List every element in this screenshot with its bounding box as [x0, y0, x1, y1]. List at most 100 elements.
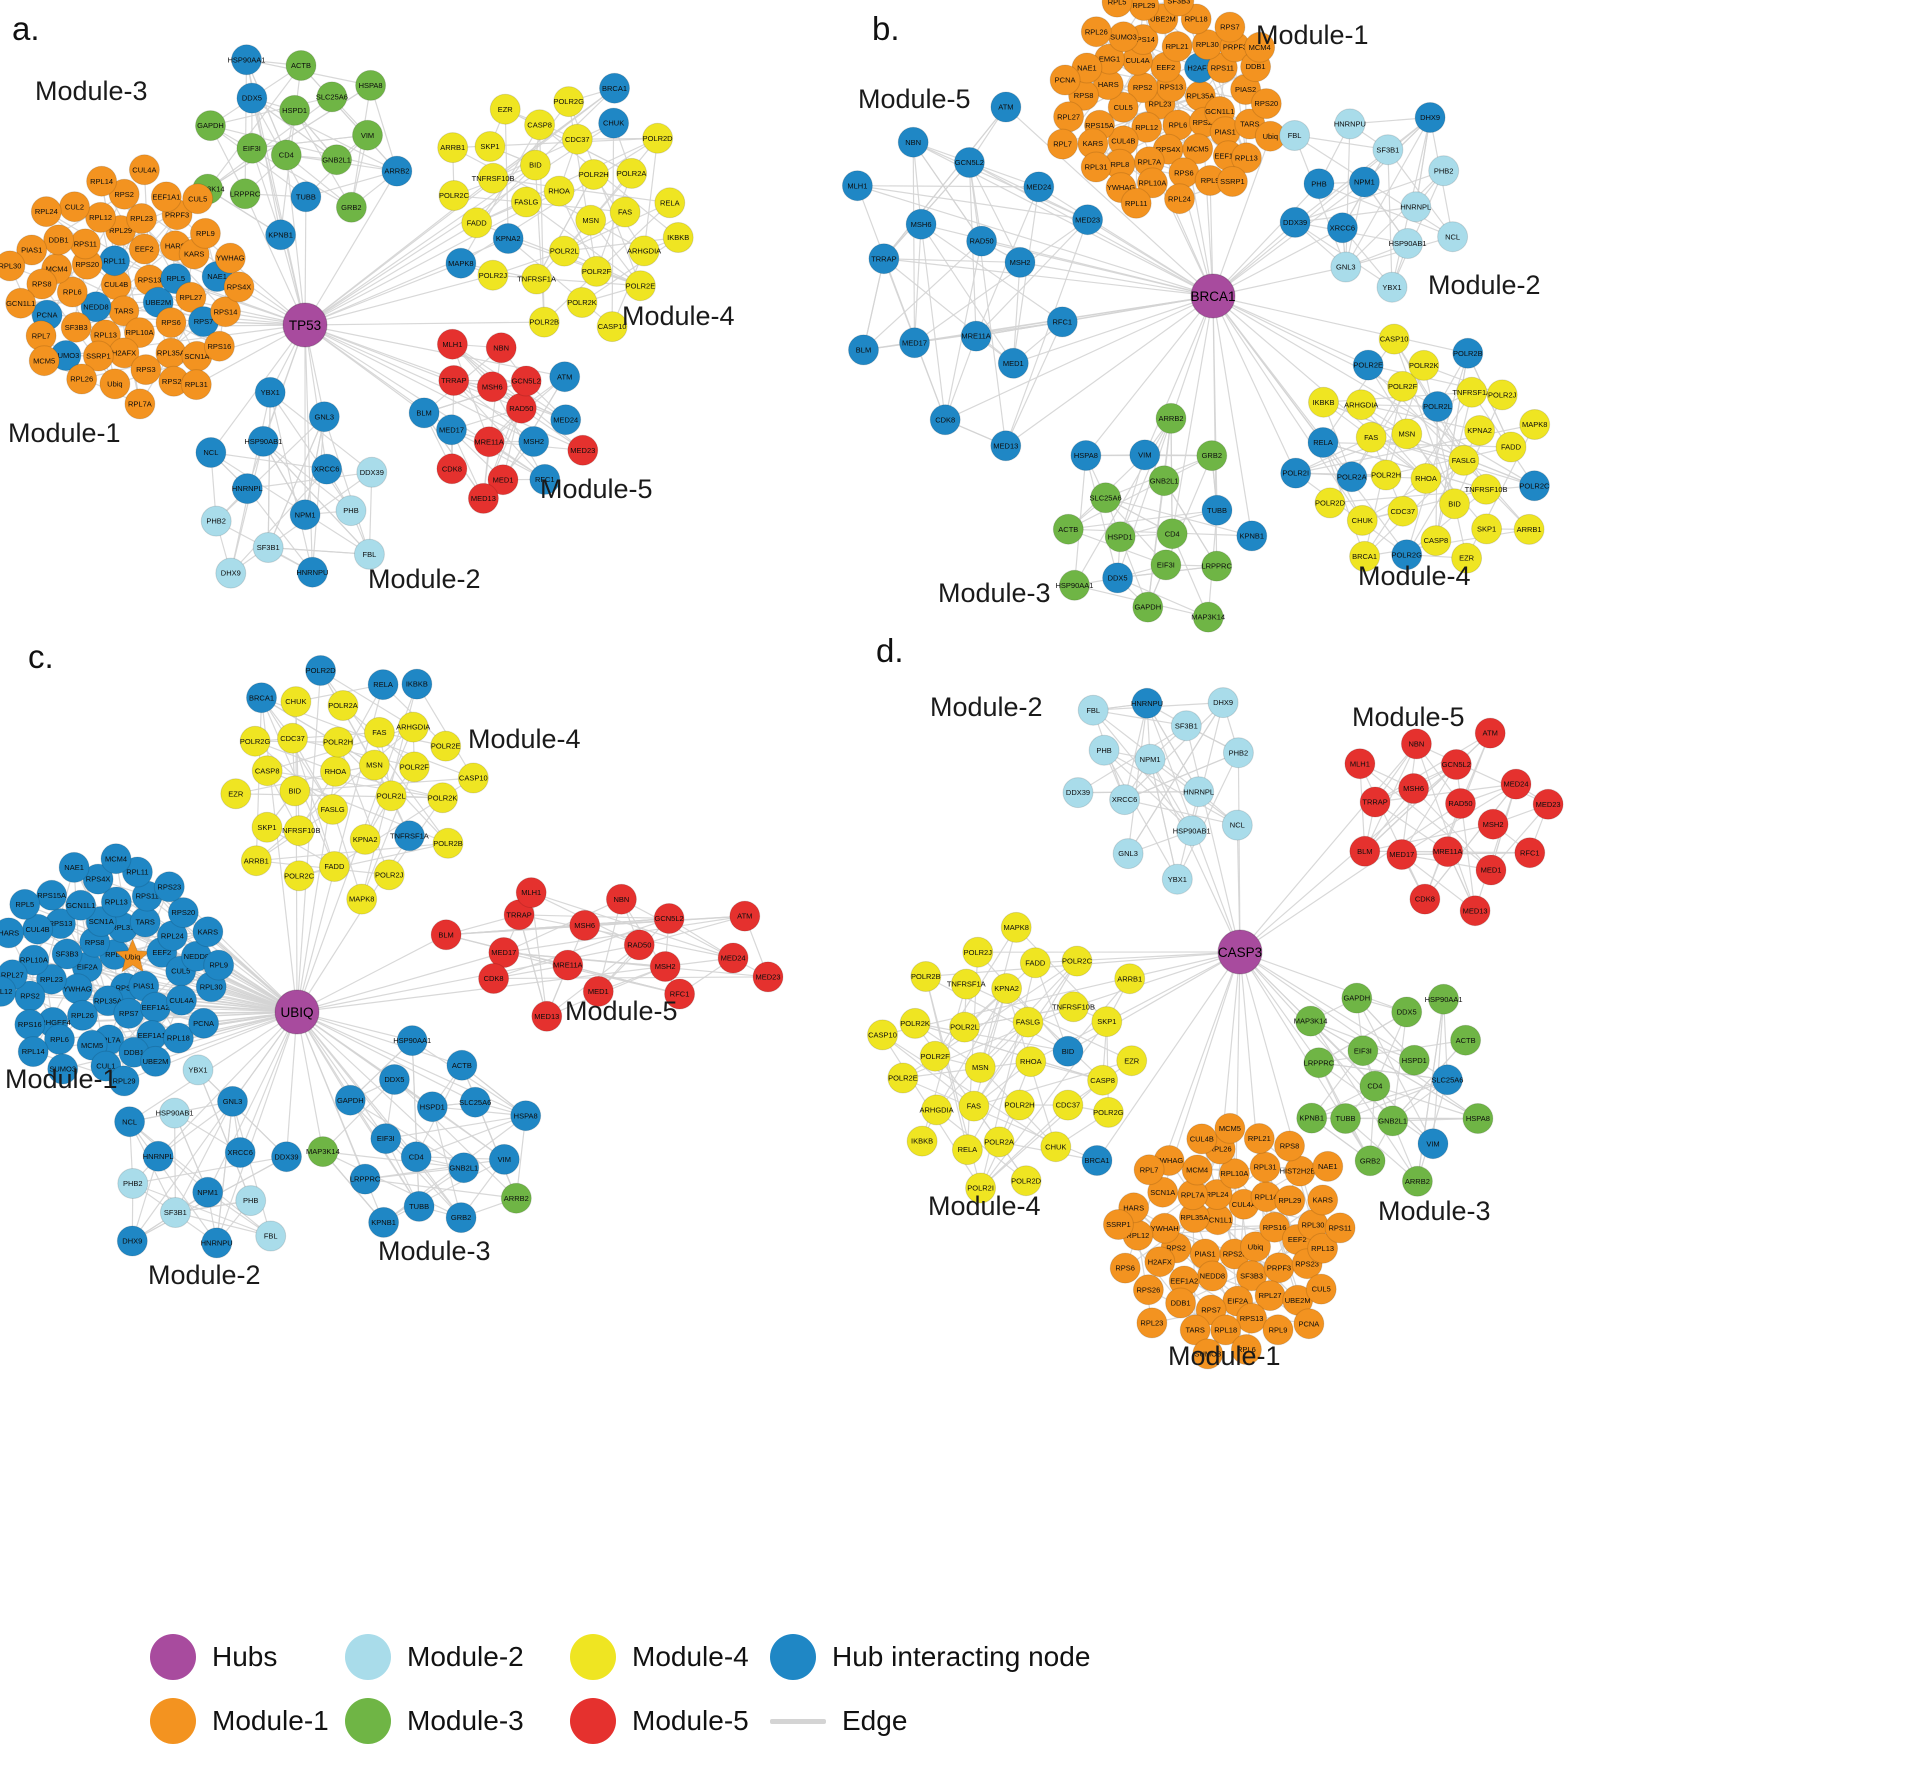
node-KPNB1: [368, 1206, 400, 1238]
edge: [862, 258, 885, 351]
node-GRB2: [335, 191, 367, 223]
edge: [1294, 135, 1347, 268]
edge: [525, 201, 641, 287]
edge: [1012, 262, 1021, 364]
node-label-CASP8: CASP8: [1424, 536, 1449, 545]
node-label-RPS7: RPS7: [1201, 1306, 1221, 1315]
node-label-RPL14: RPL14: [1255, 1192, 1278, 1201]
edge: [296, 1011, 324, 1152]
node-ACTB: [285, 50, 317, 81]
node-CASP10: [867, 1019, 898, 1051]
node-label-MED23: MED23: [1536, 800, 1561, 809]
node-label-LRPPRC: LRPPRC: [1201, 562, 1232, 571]
node-MSH6: [569, 909, 601, 941]
edge: [1013, 295, 1214, 364]
node-RAD50: [966, 225, 998, 257]
node-KPNB1: [1296, 1102, 1328, 1134]
node-label-IKBKB: IKBKB: [406, 680, 428, 689]
edge: [857, 185, 1039, 188]
node-label-RPS4X: RPS4X: [227, 283, 252, 292]
edge: [207, 1011, 298, 1193]
edge: [1356, 997, 1434, 1144]
node-label-MCM4: MCM4: [105, 854, 127, 863]
node-HSPA8: [510, 1100, 542, 1132]
node-label-MED24: MED24: [553, 415, 578, 424]
node-label-POLR2H: POLR2H: [1005, 1101, 1035, 1110]
edge: [267, 392, 271, 548]
node-BRCA1: [246, 682, 277, 714]
node-POLR2F: [581, 255, 612, 287]
node-RPL23: [126, 203, 158, 234]
node-CDK8: [929, 404, 961, 436]
node-label-KPNB1: KPNB1: [268, 230, 293, 239]
node-DHX9: [116, 1225, 148, 1257]
node-label-POLR2A: POLR2A: [328, 701, 358, 710]
node-label-RPL30: RPL30: [0, 262, 21, 271]
node-DDX5: [1391, 996, 1423, 1028]
node-MED13: [467, 482, 499, 514]
node-label-MAPK8: MAPK8: [349, 895, 374, 904]
node-label-GCN1L1: GCN1L1: [6, 299, 35, 308]
node-POLR2K: [899, 1007, 931, 1039]
node-MSH6: [905, 208, 937, 240]
node-RPL5: [9, 888, 41, 920]
edge: [131, 1011, 298, 1242]
node-EIF3I: [236, 132, 268, 164]
node-label-PHB2: PHB2: [1229, 748, 1249, 757]
node-label-RPL6: RPL6: [50, 1035, 69, 1044]
edge: [1077, 725, 1187, 794]
edge: [230, 441, 264, 574]
legend-item-module-2: Module-2: [345, 1634, 570, 1680]
node-EIF3I: [1150, 549, 1182, 581]
node-label-MCM4: MCM4: [1249, 43, 1271, 52]
edge: [912, 141, 1088, 221]
edge: [1019, 261, 1214, 297]
edge: [912, 141, 983, 242]
node-label-CUL5: CUL5: [188, 194, 207, 203]
edge: [231, 1101, 272, 1237]
node-label-NEDD8: NEDD8: [184, 952, 209, 961]
node-label-ACTB: ACTB: [452, 1061, 472, 1070]
node-label-MCM4: MCM4: [46, 264, 68, 273]
edge: [595, 173, 633, 272]
node-label-GCN5L2: GCN5L2: [1442, 760, 1471, 769]
node-label-RPS11: RPS11: [1211, 63, 1234, 72]
node-label-POLR2G: POLR2G: [240, 737, 271, 746]
node-SF3B1: [159, 1197, 191, 1228]
node-label-PHB2: PHB2: [206, 517, 226, 526]
edge: [230, 468, 328, 574]
node-MCM4: [1181, 1154, 1213, 1186]
edge: [1171, 533, 1209, 618]
node-label-EZR: EZR: [1124, 1056, 1140, 1065]
node-label-CDC37: CDC37: [280, 734, 305, 743]
node-label-RPL13: RPL13: [1235, 153, 1258, 162]
edge: [1239, 803, 1461, 953]
edge: [323, 416, 370, 555]
edge: [262, 440, 352, 512]
hub-label-CASP3: CASP3: [1218, 945, 1262, 960]
node-label-TRRAP: TRRAP: [871, 254, 896, 263]
node-YBX1: [182, 1054, 214, 1086]
edge: [920, 224, 946, 420]
node-label-MED23: MED23: [755, 973, 780, 982]
node-RFC1: [664, 978, 696, 1010]
edge: [863, 240, 983, 351]
node-label-GNL3: GNL3: [315, 412, 335, 421]
node-LRPPRC: [229, 178, 261, 210]
node-CDC37: [277, 722, 308, 754]
node-label-SSRP1: SSRP1: [1106, 1220, 1131, 1229]
node-FASLG: [317, 793, 349, 825]
legend-label-edge: Edge: [842, 1705, 908, 1736]
hub-node-BRCA1: [1190, 273, 1236, 319]
node-label-KARS: KARS: [1083, 139, 1103, 148]
node-label-ATM: ATM: [557, 372, 572, 381]
node-label-FADD: FADD: [1501, 443, 1522, 452]
module-label-module-5: Module-5: [565, 996, 678, 1026]
node-label-KPNB1: KPNB1: [1239, 532, 1264, 541]
node-POLR2B: [1452, 337, 1484, 369]
edge: [197, 1069, 252, 1201]
node-MSH2: [518, 426, 550, 457]
node-FADD: [1019, 947, 1051, 979]
edge: [1067, 951, 1241, 1052]
node-label-UBE2M: UBE2M: [1150, 15, 1176, 24]
